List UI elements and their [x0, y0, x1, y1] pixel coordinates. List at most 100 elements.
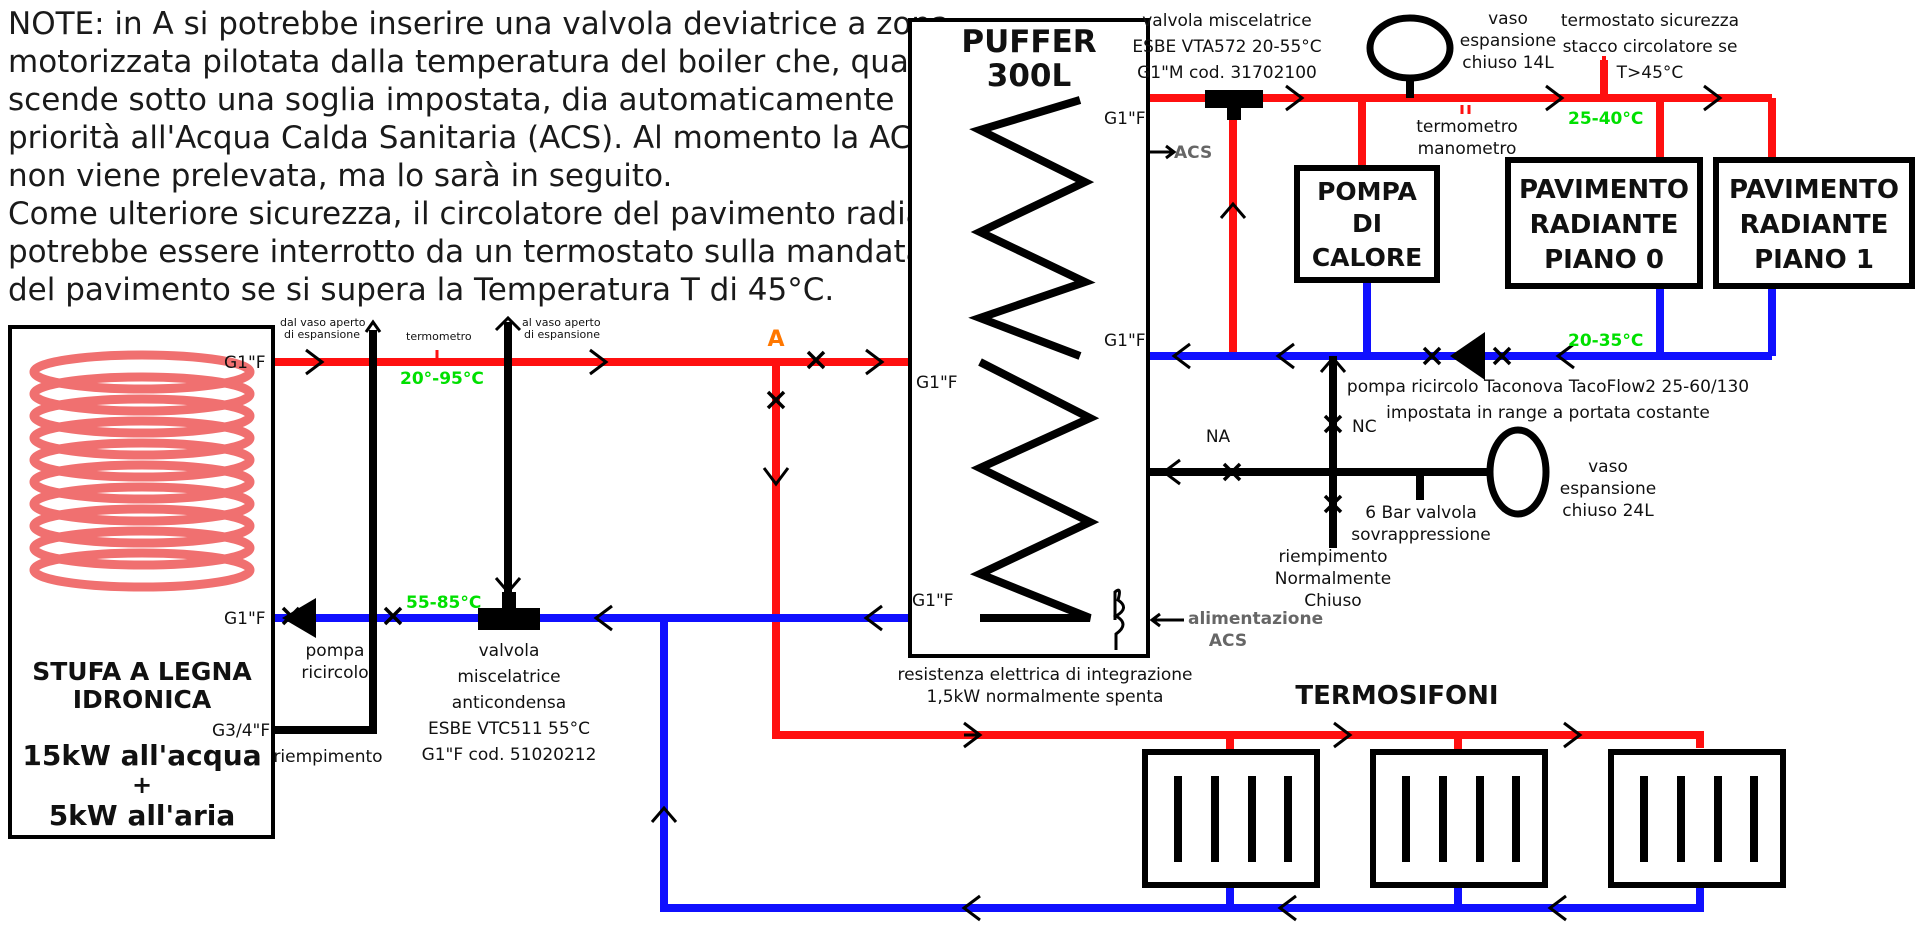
to-expansion-label-1: al vaso aperto: [522, 316, 601, 329]
wood-stove: STUFA A LEGNA IDRONICA 15kW all'acqua + …: [8, 325, 275, 839]
diagram-text-1: motorizzata pilotata dalla temperatura d…: [8, 44, 967, 80]
stove-conn-mid: G1"F: [224, 609, 266, 629]
temp-stove-supply: 20°-95°C: [400, 369, 484, 389]
stove-power-1: 15kW all'acqua: [22, 739, 261, 772]
puffer-g1-left-top: G1"F: [916, 373, 958, 393]
heater-label-1: resistenza elettrica di integrazione: [897, 665, 1192, 685]
anticond-label-1: valvola: [479, 641, 540, 661]
stove-name-1: STUFA A LEGNA: [32, 657, 252, 686]
note-text: NOTE: in A si potrebbe inserire una valv…: [8, 6, 976, 308]
diagram-text-16: PIANO 1: [1754, 245, 1874, 275]
radiator-2: [1370, 749, 1548, 888]
diagram-text-6: potrebbe essere interrotto da un termost…: [8, 234, 925, 270]
floor-heating-ground-floor: PAVIMENTO RADIANTE PIANO 0: [1505, 157, 1703, 289]
thermometer-small-label: termometro: [406, 330, 472, 343]
heater-label-2: 1,5kW normalmente spenta: [927, 687, 1164, 707]
diagram-text-4: non viene prelevata, ma lo sarà in segui…: [8, 158, 672, 194]
supply-pipes: [274, 60, 1776, 752]
temp-floor-supply: 25-40°C: [1568, 109, 1643, 129]
diagram-text-15: RADIANTE: [1740, 210, 1889, 240]
puffer-tank: PUFFER 300L: [908, 18, 1150, 658]
puffer-title-2: 300L: [987, 58, 1071, 94]
neutral-pipes: [274, 80, 1490, 734]
diagram-text-2: scende sotto una soglia impostata, dia a…: [8, 82, 894, 118]
point-a: A: [767, 327, 784, 352]
puffer-g1-left-bot: G1"F: [912, 591, 954, 611]
puffer-g1-right-top: G1"F: [1104, 109, 1146, 129]
floor-heating-first-floor: PAVIMENTO RADIANTE PIANO 1: [1713, 157, 1915, 289]
relief-valve-label-2: sovrappressione: [1351, 525, 1490, 545]
normally-closed-label: NC: [1352, 417, 1377, 437]
safety-thermostat-label-2: stacco circolatore se: [1563, 37, 1738, 57]
electric-heater: [1112, 588, 1125, 650]
stove-plus: +: [132, 771, 152, 799]
diagram-text-7: del pavimento se si supera la Temperatur…: [8, 272, 834, 308]
mixing-valve-esbe: [1205, 90, 1263, 120]
anticond-label-3: anticondensa: [452, 693, 566, 713]
floor-circulation-pump: [1450, 332, 1485, 380]
flow-arrows: [305, 84, 1723, 922]
floor-pump-label-1: pompa ricircolo Taconova TacoFlow2 25-60…: [1347, 377, 1749, 397]
vessel14-label-3: chiuso 14L: [1462, 53, 1554, 73]
thermo-manometer-label-1: termometro: [1416, 117, 1517, 137]
mix-valve-label-3: G1"M cod. 31702100: [1137, 63, 1317, 83]
radiator-1: [1142, 749, 1320, 888]
diagram-text-8: POMPA: [1317, 177, 1417, 206]
diagram-text-5: Come ulteriore sicurezza, il circolatore…: [8, 196, 976, 232]
from-expansion-label-1: dal vaso aperto: [280, 316, 366, 329]
nc-fill-label-1: riempimento: [1278, 547, 1387, 567]
floor-pump-label-2: impostata in range a portata costante: [1386, 403, 1710, 423]
safety-thermostat-label-3: T>45°C: [1616, 63, 1684, 83]
stove-conn-top: G1"F: [224, 353, 266, 373]
radiator-3: [1608, 749, 1786, 888]
stove-name-2: IDRONICA: [73, 685, 212, 714]
fill-label: riempimento: [273, 747, 382, 767]
vessel24-label-3: chiuso 24L: [1562, 501, 1654, 521]
anticond-label-5: G1"F cod. 51020212: [422, 745, 597, 765]
dhw-feed-label-2: ACS: [1209, 631, 1247, 651]
diagram-text-14: PAVIMENTO: [1729, 175, 1899, 205]
diagram-text-12: RADIANTE: [1530, 210, 1679, 240]
expansion-vessel-14l: [1366, 14, 1454, 82]
anticondensation-valve: [478, 592, 540, 630]
diagram-text-10: CALORE: [1312, 243, 1422, 272]
mix-valve-label-2: ESBE VTA572 20-55°C: [1132, 37, 1321, 57]
diagram-text-3: priorità all'Acqua Calda Sanitaria (ACS)…: [8, 120, 931, 156]
temp-floor-return: 20-35°C: [1568, 331, 1643, 351]
normally-open-label: NA: [1206, 427, 1231, 447]
vessel14-label-1: vaso: [1488, 9, 1528, 29]
stove-circulation-pump: [282, 598, 316, 638]
stove-power-2: 5kW all'aria: [49, 799, 236, 832]
to-expansion-label-2: di espansione: [524, 328, 600, 341]
valves: [281, 346, 1512, 626]
heat-pump: POMPA DI CALORE: [1294, 165, 1440, 283]
lower-coil: [969, 358, 1100, 622]
thermo-manometer-mark: [1460, 105, 1471, 114]
vessel14-label-2: espansione: [1460, 31, 1557, 51]
expansion-vessel-24l: [1486, 426, 1550, 518]
nc-fill-label-3: Chiuso: [1304, 591, 1361, 611]
radiators-title: TERMOSIFONI: [1295, 681, 1498, 711]
mix-valve-label-1: valvola miscelatrice: [1142, 11, 1311, 31]
diagram-text-0: NOTE: in A si potrebbe inserire una valv…: [8, 6, 950, 42]
anticond-label-4: ESBE VTC511 55°C: [428, 719, 590, 739]
diagram-text-13: PIANO 0: [1544, 245, 1664, 275]
vessel24-label-2: espansione: [1560, 479, 1657, 499]
anticond-label-2: miscelatrice: [457, 667, 560, 687]
diagram-text-11: PAVIMENTO: [1519, 175, 1689, 205]
puffer-title-1: PUFFER: [961, 24, 1096, 60]
nc-fill-label-2: Normalmente: [1275, 569, 1391, 589]
relief-valve-label-1: 6 Bar valvola: [1365, 503, 1477, 523]
vessel24-label-1: vaso: [1588, 457, 1628, 477]
safety-thermostat-label-1: termostato sicurezza: [1561, 11, 1739, 31]
from-expansion-label-2: di espansione: [284, 328, 360, 341]
pump-label-2: ricircolo: [301, 663, 368, 683]
pump-label-1: pompa: [306, 641, 365, 661]
acs-out-label: ACS: [1174, 143, 1212, 163]
temp-stove-return: 55-85°C: [406, 593, 481, 613]
dhw-feed-label-1: alimentazione: [1188, 609, 1323, 629]
thermo-manometer-label-2: manometro: [1418, 139, 1517, 159]
puffer-g1-right-mid: G1"F: [1104, 331, 1146, 351]
diagram-text-9: DI: [1352, 209, 1382, 238]
